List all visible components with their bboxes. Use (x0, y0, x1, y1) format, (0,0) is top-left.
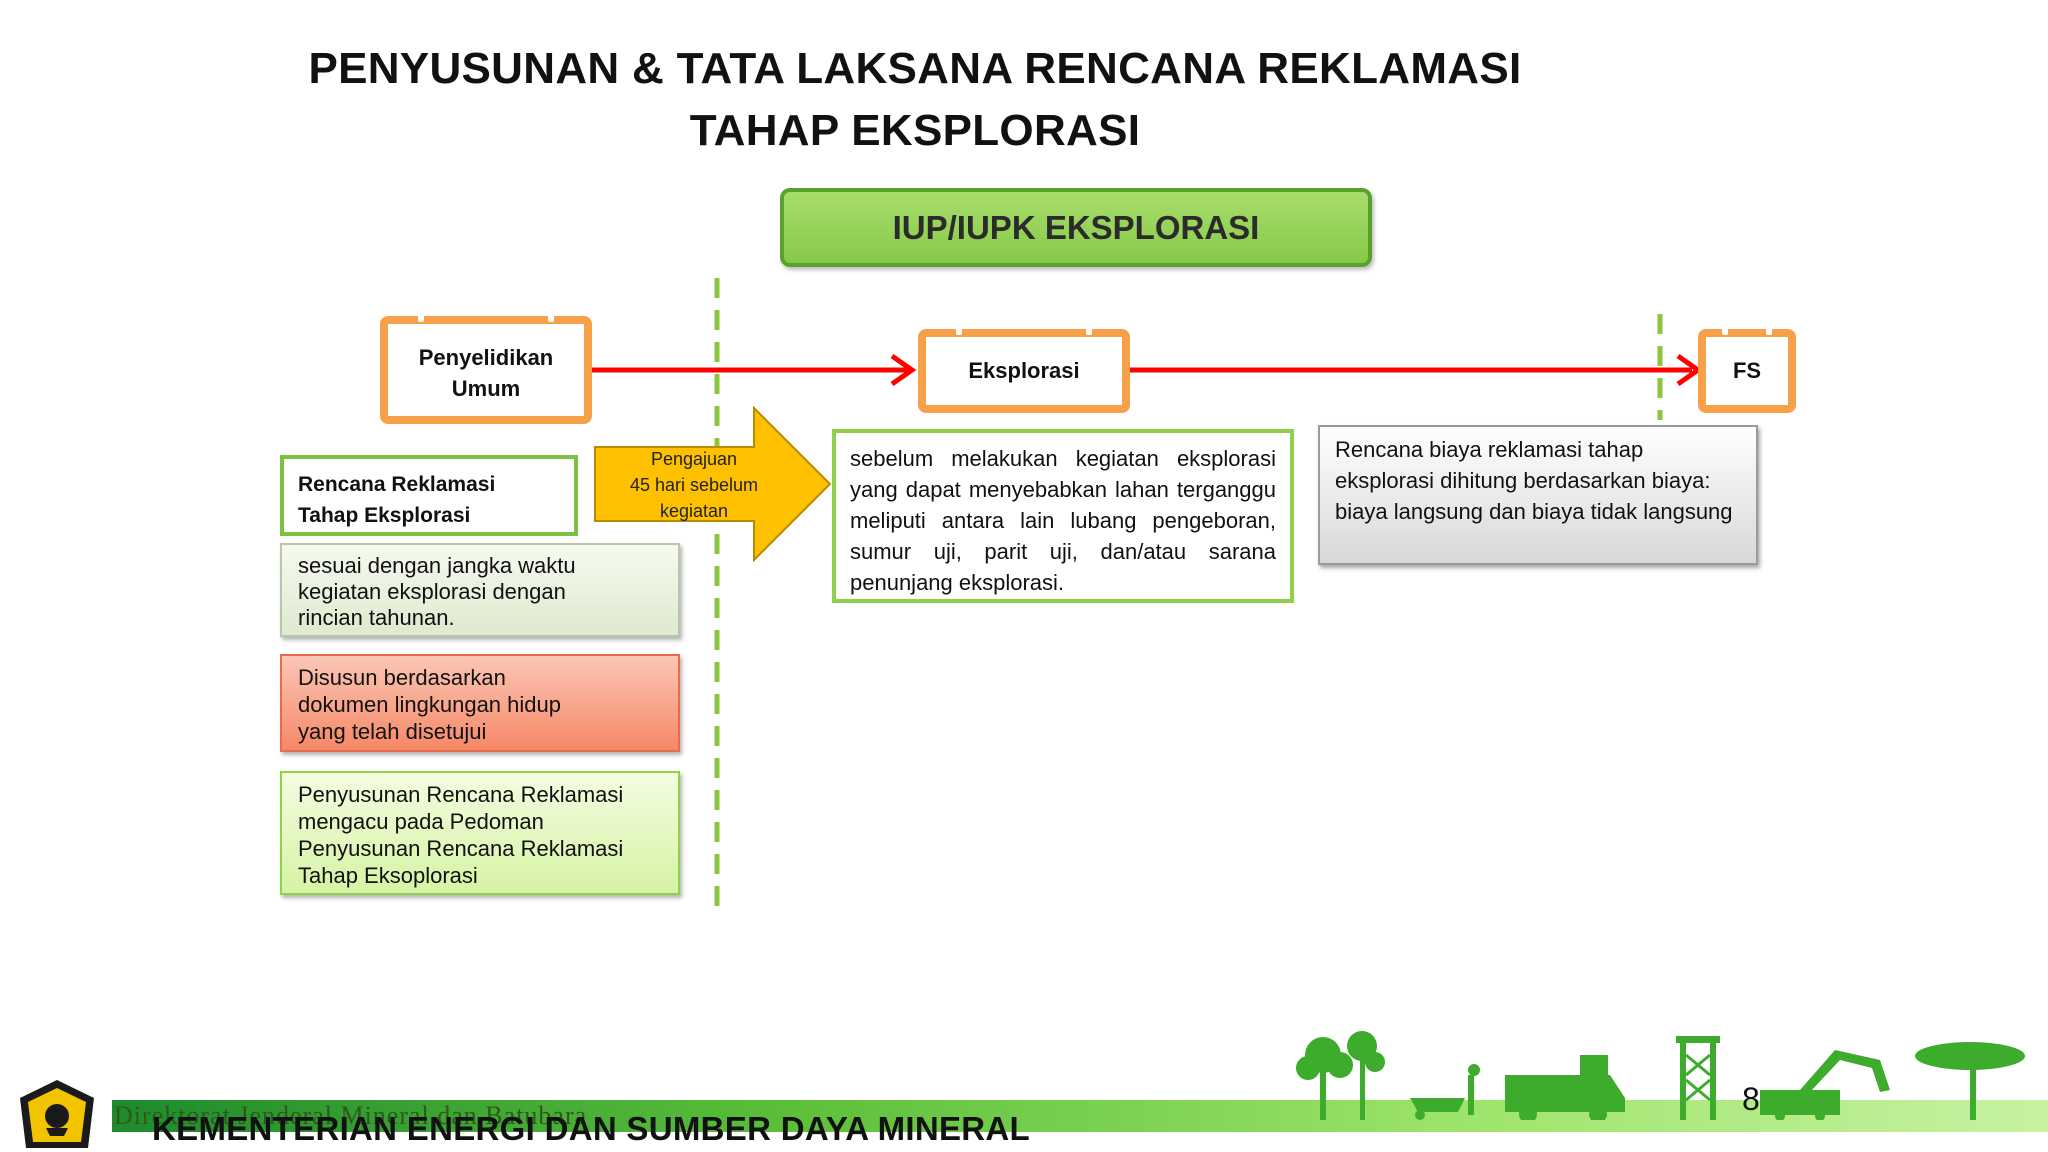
stage-eksplorasi: Eksplorasi (918, 327, 1130, 413)
submission-line-2: 45 hari sebelum (629, 475, 759, 495)
note-line: Penyusunan Rencana Reklamasi (298, 782, 624, 807)
note-timeframe: sesuai dengan jangka waktu kegiatan eksp… (280, 543, 680, 637)
title-line-2: TAHAP EKSPLORASI (689, 106, 1141, 155)
stage-eksplorasi-label: Eksplorasi (968, 358, 1080, 383)
stage-penyelidikan-line-2: Umum (451, 376, 521, 401)
note-line: Disusun berdasarkan (298, 665, 506, 690)
note-environment-doc: Disusun berdasarkan dokumen lingkungan h… (280, 654, 680, 752)
page-number: 8 (1742, 1081, 1760, 1117)
submission-line-3: kegiatan (659, 501, 729, 521)
stage-fs-label: FS (1732, 358, 1762, 383)
footer-ministry: KEMENTERIAN ENERGI DAN SUMBER DAYA MINER… (152, 1110, 1031, 1147)
footer-directorate: Direktorat Jenderal Mineral dan Batubara (114, 1101, 588, 1130)
note-line: yang telah disetujui (298, 719, 487, 744)
left-label-box: Rencana Reklamasi Tahap Eksplorasi (280, 455, 578, 536)
note-line: dokumen lingkungan hidup (298, 692, 561, 717)
stage-fs: FS (1698, 327, 1796, 413)
cost-note: Rencana biaya reklamasi tahap eksplorasi… (1318, 425, 1758, 565)
dump-truck-icon (1505, 1055, 1625, 1120)
flow-arrow-1-head (890, 353, 917, 387)
iup-header-box: IUP/IUPK EKSPLORASI (780, 188, 1372, 267)
page-title: PENYUSUNAN & TATA LAKSANA RENCANA REKLAM… (240, 38, 1590, 162)
note-line: Penyusunan Rencana Reklamasi (298, 836, 624, 861)
note-line: rincian tahunan. (298, 605, 455, 630)
stage-penyelidikan-line-1: Penyelidikan (418, 345, 554, 370)
note-line: mengacu pada Pedoman (298, 809, 544, 834)
mine-tower-icon (1676, 1036, 1720, 1120)
note-line: Tahap Eksoplorasi (298, 863, 478, 888)
stage-penyelidikan-umum: Penyelidikan Umum (380, 314, 592, 424)
exploration-description: sebelum melakukan kegiatan eksplorasi ya… (832, 429, 1294, 603)
submission-arrow-shape (594, 405, 832, 563)
left-label-line-1: Rencana Reklamasi (298, 473, 496, 496)
ministry-logo-icon (20, 1080, 94, 1148)
note-guideline: Penyusunan Rencana Reklamasi mengacu pad… (280, 771, 680, 895)
submission-arrow-label: Pengajuan 45 hari sebelum kegiatan (596, 446, 792, 524)
excavator-icon (1760, 1050, 1890, 1120)
note-line: sesuai dengan jangka waktu (298, 553, 576, 578)
footer-illustration (1296, 1031, 2025, 1120)
title-line-1: PENYUSUNAN & TATA LAKSANA RENCANA REKLAM… (308, 44, 1522, 93)
footer-band (112, 1100, 2048, 1132)
cost-note-text: Rencana biaya reklamasi tahap eksplorasi… (1335, 437, 1733, 524)
exploration-description-text: sebelum melakukan kegiatan eksplorasi ya… (850, 446, 1276, 595)
iup-header-label: IUP/IUPK EKSPLORASI (892, 208, 1260, 246)
wheelbarrow-icon (1410, 1064, 1480, 1120)
note-line: kegiatan eksplorasi dengan (298, 579, 566, 604)
trees-icon (1296, 1031, 1385, 1120)
left-label-line-2: Tahap Eksplorasi (298, 504, 471, 527)
submission-line-1: Pengajuan (650, 449, 738, 469)
